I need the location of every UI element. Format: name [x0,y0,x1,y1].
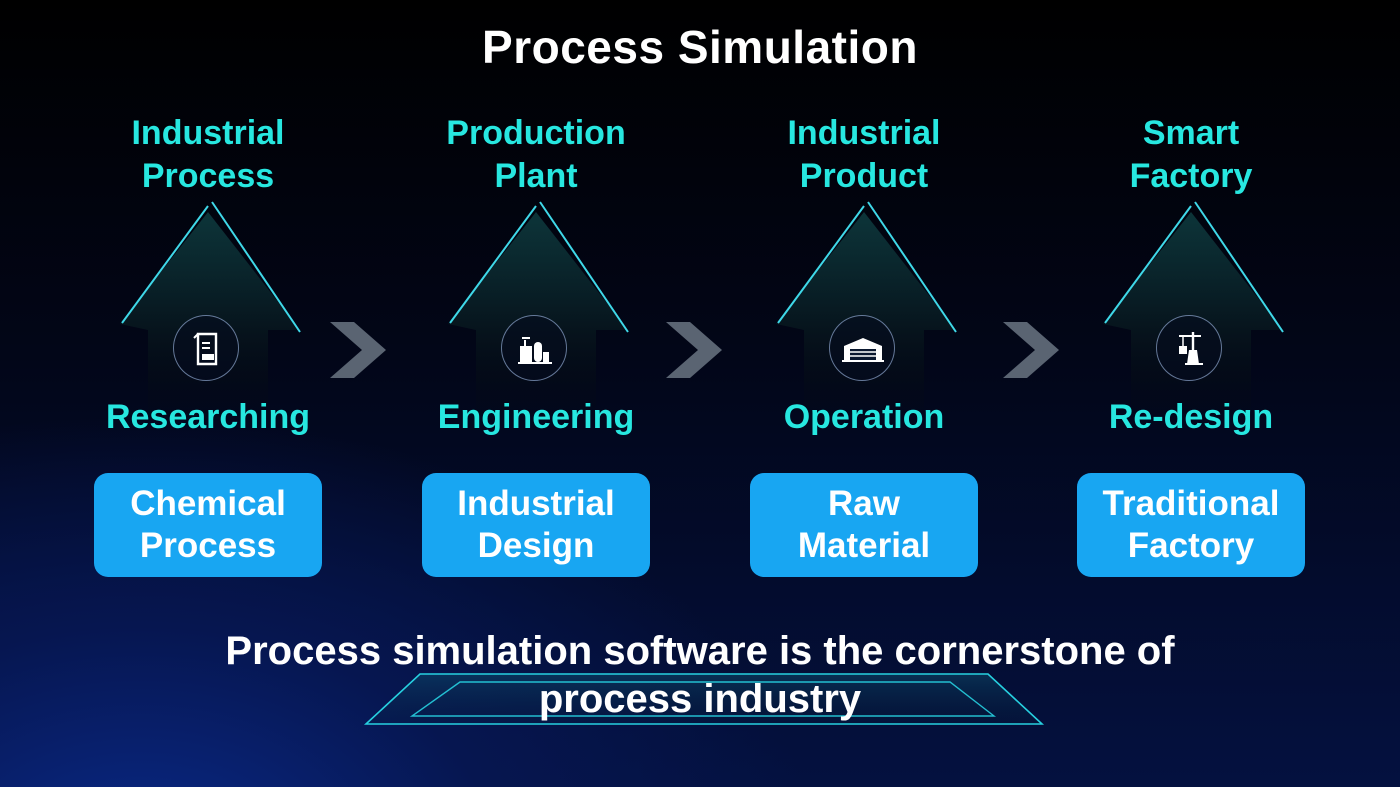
chevron-right-icon [666,322,722,378]
platform-decoration [363,673,1045,725]
icon-circle [173,315,239,381]
warehouse-icon [842,338,884,362]
chevron-right-icon [1003,322,1059,378]
chevron-right-icon [330,322,386,378]
plant-icon [518,337,552,364]
action-label: Re-design [1108,398,1274,436]
action-label: Researching [105,398,311,436]
action-label: Operation [783,398,945,436]
icon-circle [829,315,895,381]
bottom-statement: Process simulation software is the corne… [225,629,1175,721]
icon-circle [501,315,567,381]
crane-icon [1179,332,1203,365]
icon-circle [1156,315,1222,381]
action-label: Engineering [437,398,635,436]
page-title: Process Simulation [482,21,918,73]
document-icon [193,332,218,366]
